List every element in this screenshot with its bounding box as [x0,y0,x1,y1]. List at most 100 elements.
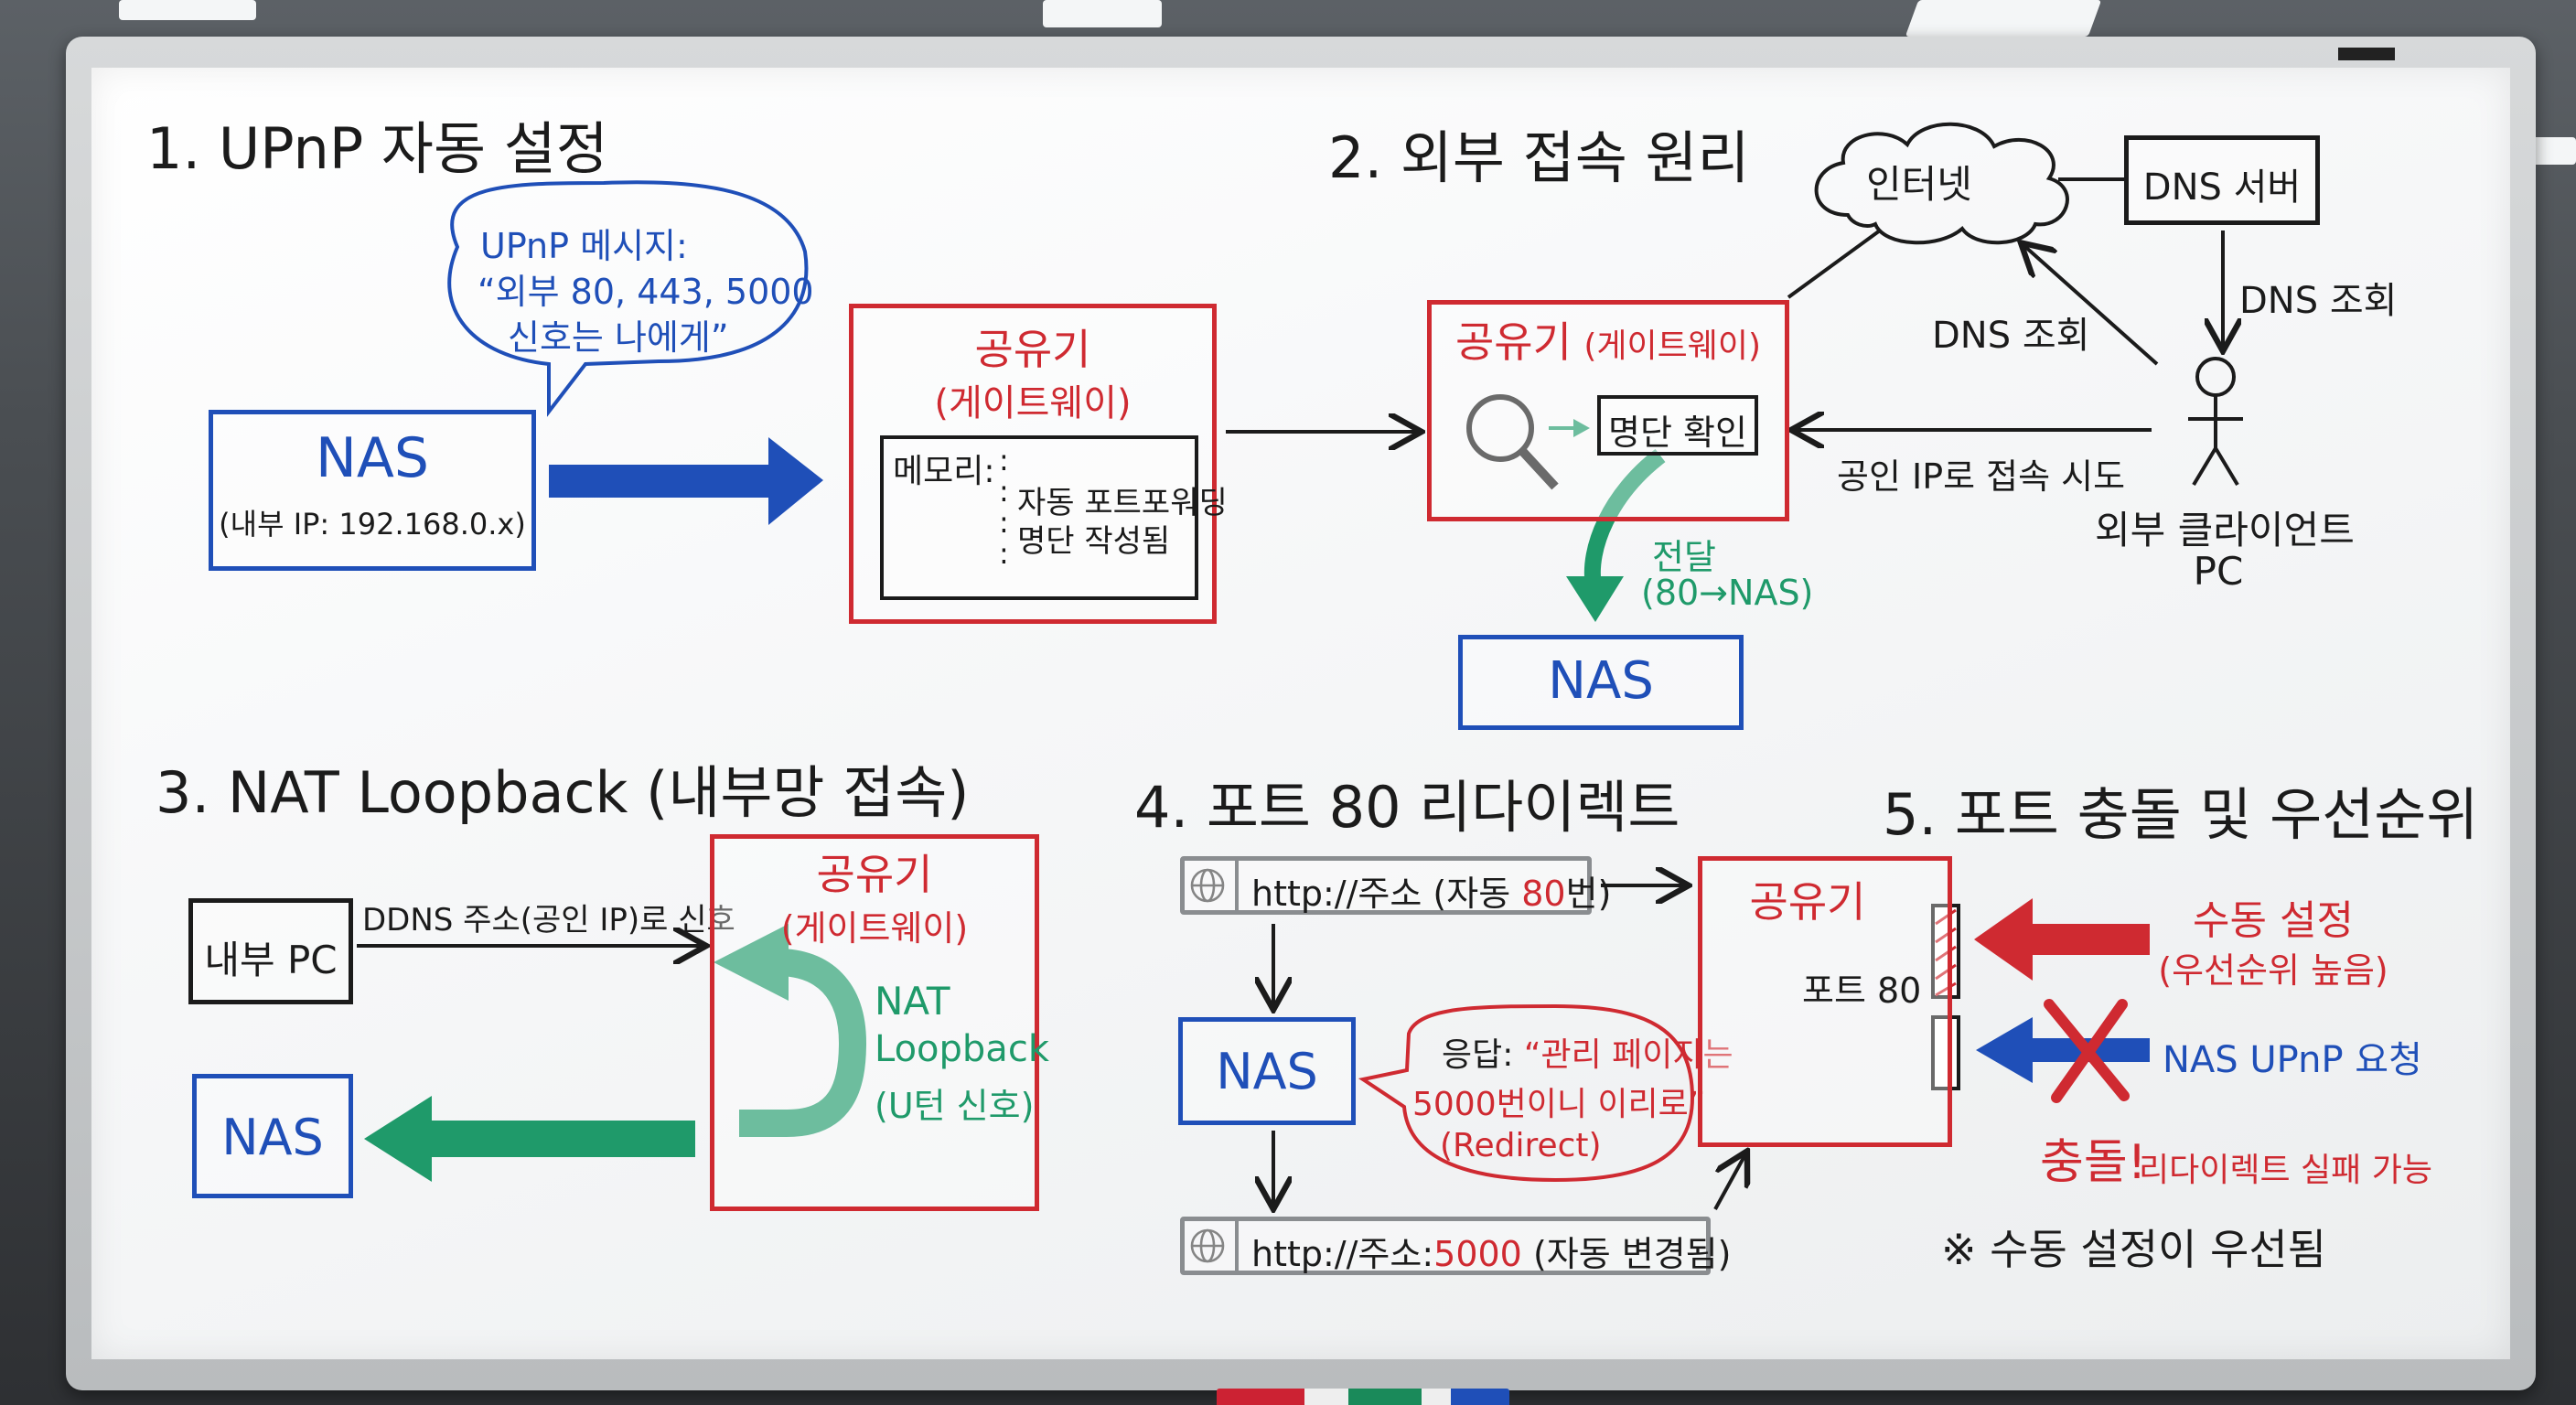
url-2-text: http://주소:5000 (자동 변경됨) [1251,1226,1731,1276]
gateway-label-2: (게이트웨이) [1583,327,1762,365]
url-bar-2-divider [1235,1217,1239,1275]
memory-line-1: 자동 포트포워딩 [1017,485,1228,521]
marker-tray [1217,1389,1509,1405]
red-x-icon [2044,999,2130,1103]
port-80-slot-upnp [1931,1015,1960,1090]
router-label-5: 공유기 [1749,877,1866,927]
memory-dots: :::: [999,443,1009,571]
url-1-port: 80 [1521,874,1566,914]
router-box-2 [1427,300,1789,521]
bubble-line-3: 신호는 나에게” [508,317,729,358]
router-box-5 [1698,856,1952,1147]
url-1-prefix: http://주소 (자동 [1251,874,1522,914]
url-bar-1-divider [1235,856,1239,915]
internet-cloud [1814,122,2069,245]
dns-lookup-right-label: DNS 조회 [2239,280,2398,322]
response-line-2: 5000번이니 이리로” [1412,1086,1706,1123]
response-bubble [1358,1003,1695,1183]
whiteboard-brand-label [2338,48,2395,60]
client-label-2: PC [2193,549,2244,594]
priority-note: ※ 수동 설정이 우선됨 [1941,1225,2326,1274]
url-bar-2 [1180,1217,1711,1275]
section-2-title: 2. 외부 접속 원리 [1328,124,1750,191]
ceiling-light [119,0,256,20]
nas-box-4 [1178,1017,1356,1125]
memory-line-2: 명단 작성됨 [1017,523,1171,560]
router-box-3 [710,834,1039,1211]
nas-box-3 [192,1074,353,1198]
blue-arrow-upnp [1976,1017,2150,1083]
response-prefix: 응답: [1442,1036,1524,1074]
conflict-label: 충돌! [2040,1135,2147,1190]
manual-label-2: (우선순위 높음) [2158,950,2388,991]
nas-label-4: NAS [1216,1043,1318,1100]
gateway-label-3: (게이트웨이) [780,908,969,949]
bubble-line-2: “외부 80, 443, 5000 [478,272,814,312]
upnp-request-label: NAS UPnP 요청 [2163,1039,2422,1081]
nat-label-3: (U턴 신호) [875,1086,1035,1126]
nat-label-1: NAT [875,979,950,1024]
url-2-suffix: (자동 변경됨) [1521,1234,1732,1274]
port-80-slot-manual [1931,904,1960,999]
green-curve-arrow-head [1566,576,1624,622]
arrow-url2-to-router [1713,1154,1745,1210]
nas-label-2: NAS [1548,651,1654,711]
dns-server-label: DNS 서버 [2142,166,2302,209]
bubble-line-1: UPnP 메시지: [480,226,688,266]
memory-box [880,435,1198,600]
section-4-title: 4. 포트 80 리다이렉트 [1134,774,1680,841]
router-label-1: 공유기 [974,325,1091,374]
green-arrow-to-nas [364,1096,695,1182]
response-line-1: 응답: “관리 페이지는 [1442,1028,1733,1076]
conflict-desc: 리다이렉트 실패 가능 [2139,1152,2432,1189]
url-1-text: http://주소 (자동 80번) [1251,865,1611,916]
uturn-arrow-shaft [739,949,867,1137]
router-box-1 [849,304,1217,624]
router-word-2: 공유기 [1454,317,1572,367]
internet-label: 인터넷 [1866,162,1972,207]
nat-label-2: Loopback [875,1028,1049,1070]
url-bar-1 [1180,856,1592,915]
line-internet-router [1787,229,1882,299]
check-list-box [1597,395,1758,456]
url-2-port: 5000 [1433,1234,1522,1274]
uturn-arrow-head [714,924,789,1001]
ddns-label: DDNS 주소(공인 IP)로 신호 [362,902,735,938]
nas-label: NAS [315,426,429,490]
port-80-label: 포트 80 [1802,971,1922,1011]
red-arrow-manual [1974,898,2150,981]
internal-pc-box [188,898,353,1004]
manual-label-1: 수동 설정 [2193,897,2354,944]
router-label-3: 공유기 [816,850,933,899]
router-label-2: 공유기 (게이트웨이) [1427,309,1789,370]
check-list-label: 명단 확인 [1608,413,1747,453]
public-ip-label: 공인 IP로 접속 시도 [1837,456,2126,497]
section-3-title: 3. NAT Loopback (내부망 접속) [156,759,970,826]
speech-bubble [447,180,809,417]
dns-server-box [2124,135,2320,225]
nas-label-3: NAS [221,1109,324,1166]
client-label-1: 외부 클라이언트 [2095,508,2355,552]
nas-box-2 [1458,635,1744,730]
globe-icon [1190,868,1225,903]
globe-icon [1190,1228,1225,1263]
section-1-title: 1. UPnP 자동 설정 [146,115,608,182]
section-5-title: 5. 포트 충돌 및 우선순위 [1883,781,2479,848]
internal-pc-label: 내부 PC [204,938,338,982]
nas-ip-label: (내부 IP: 192.168.0.x) [219,507,526,542]
deliver-label-2: (80→NAS) [1641,573,1814,613]
dns-lookup-left-label: DNS 조회 [1932,315,2090,357]
gateway-label-1: (게이트웨이) [934,382,1132,424]
memory-label: 메모리: [893,453,995,490]
response-line-3: (Redirect) [1440,1127,1602,1164]
arrow-client-to-internet [2023,245,2159,366]
nas-box-internal [209,410,536,571]
deliver-label-1: 전달 [1652,537,1716,577]
small-green-arrow [1549,419,1590,437]
url-2-prefix: http://주소: [1251,1234,1434,1274]
url-1-suffix: 번) [1565,874,1612,914]
magnifier-icon [1466,394,1559,490]
blue-arrow [549,437,823,525]
stick-figure-icon [2188,357,2243,487]
